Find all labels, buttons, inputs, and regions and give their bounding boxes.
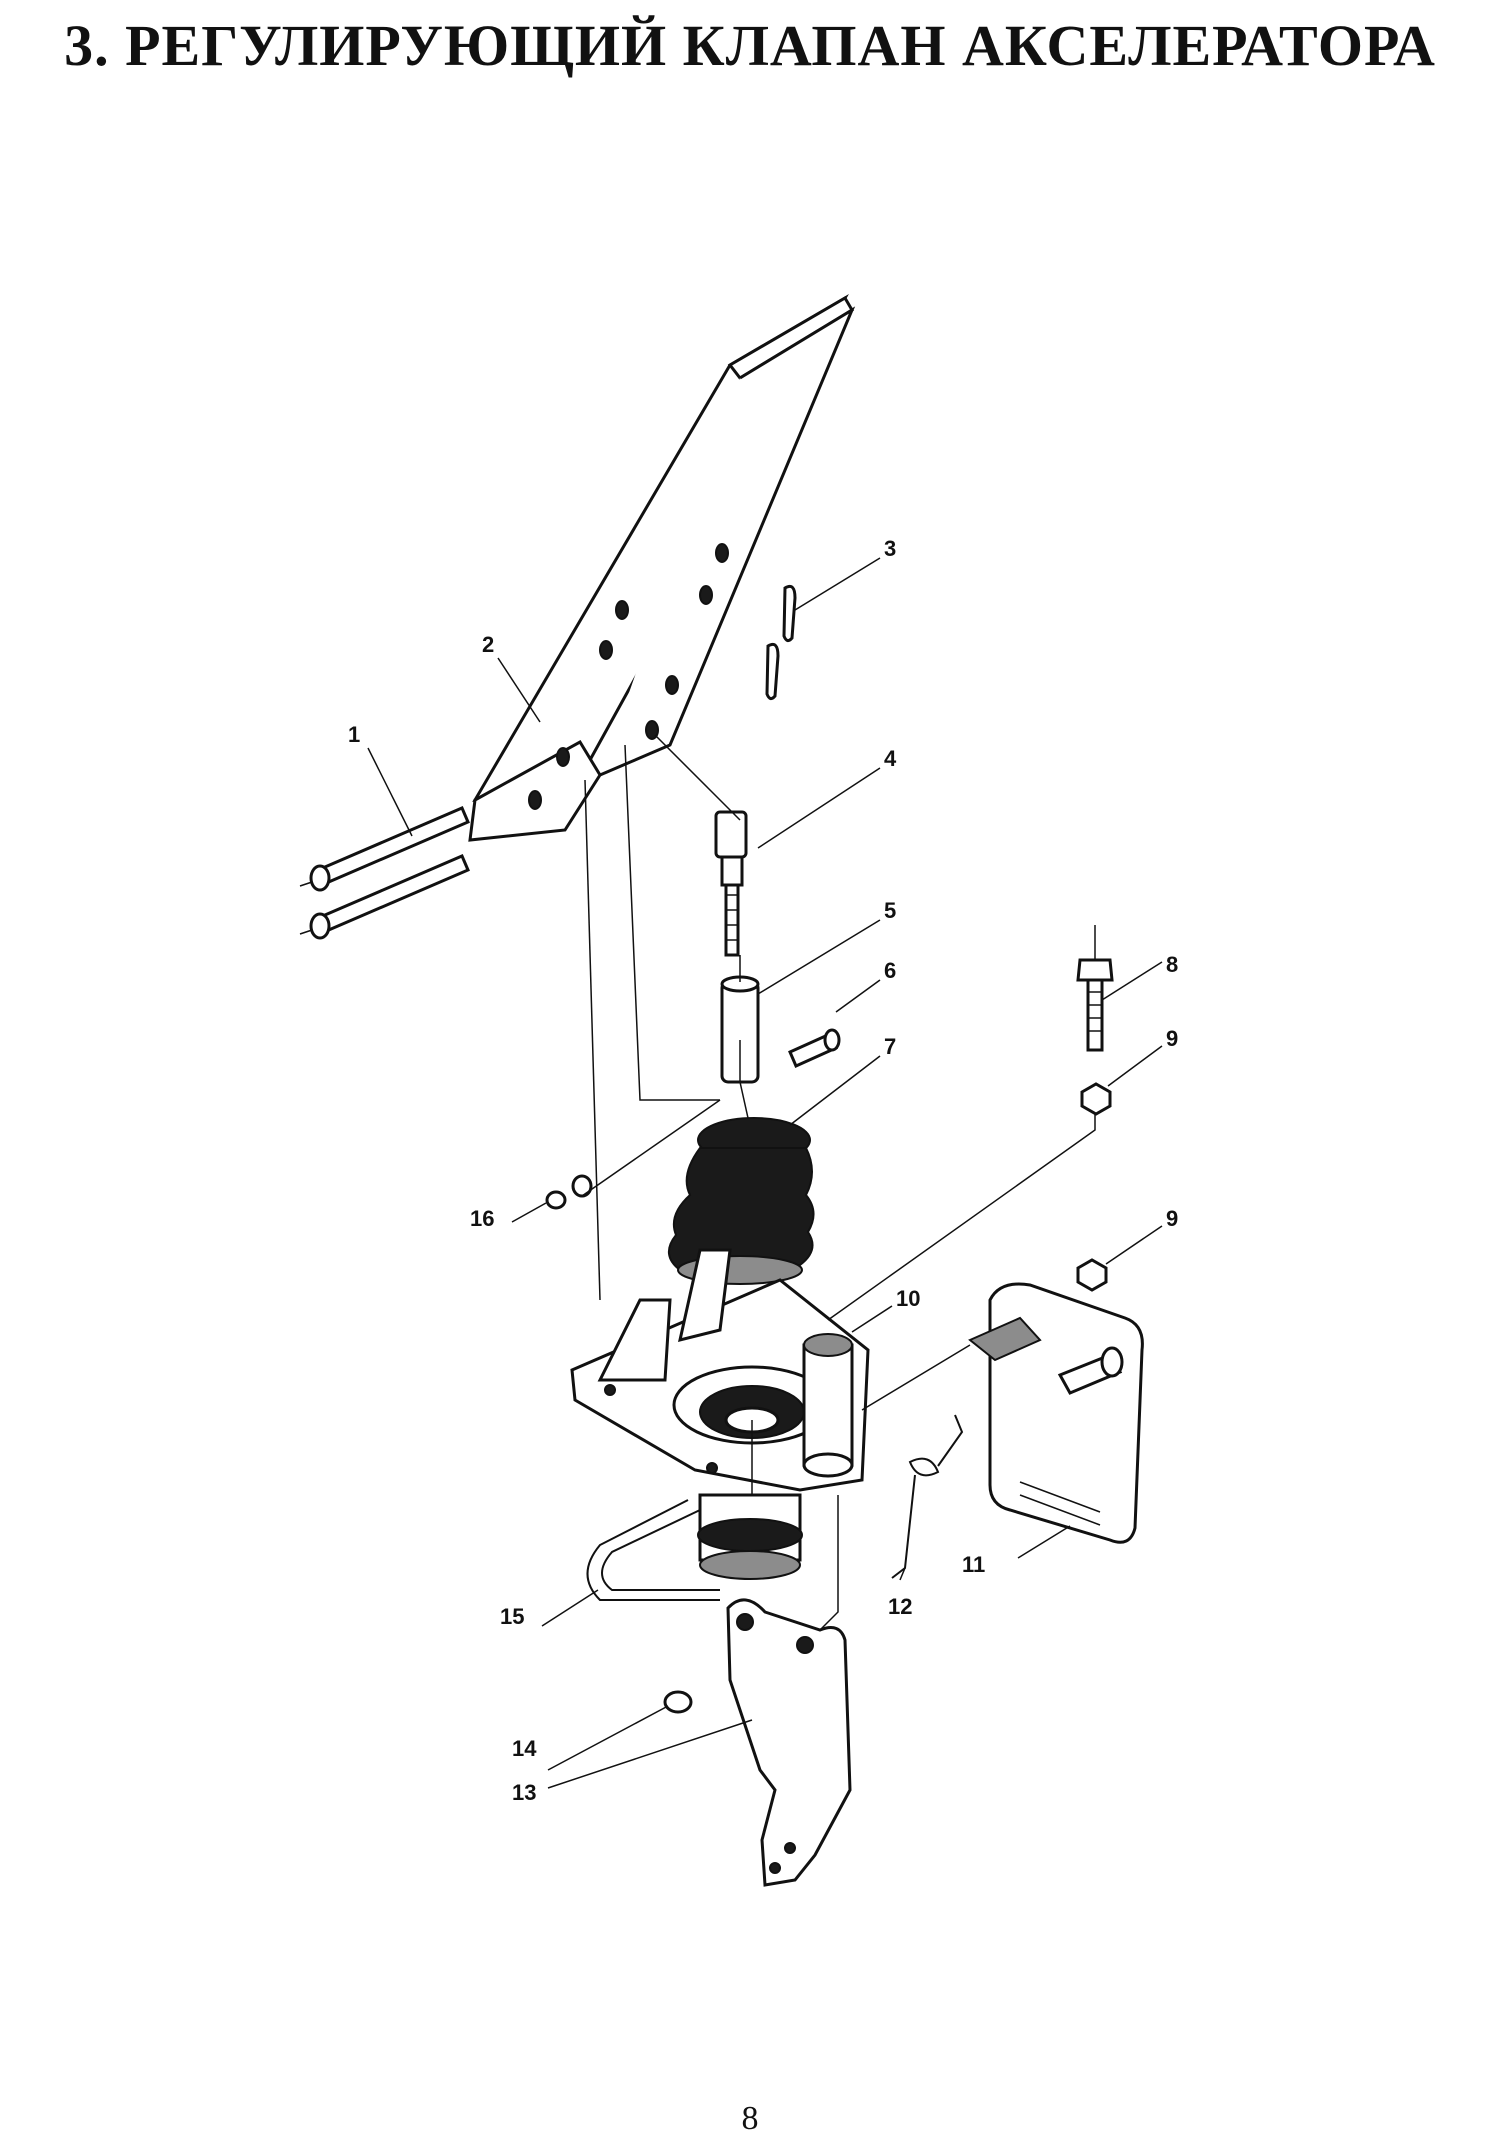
callout-12: 12 (888, 1594, 912, 1619)
callout-13: 13 (512, 1780, 536, 1805)
callout-labels: 1 2 3 4 5 6 7 8 9 9 10 11 12 13 14 15 16 (348, 536, 1178, 1805)
valve-lower-body (697, 1493, 803, 1580)
page-title: 3. РЕГУЛИРУЮЩИЙ КЛАПАН АКСЕЛЕРАТОРА (64, 13, 1436, 78)
callout-7: 7 (884, 1034, 896, 1059)
callout-9a: 9 (1166, 1026, 1178, 1051)
callout-10: 10 (896, 1286, 920, 1311)
assembly-guide-lines (581, 734, 1096, 1631)
callout-9b: 9 (1166, 1206, 1178, 1231)
callout-8: 8 (1166, 952, 1178, 977)
leader-lines (367, 557, 1163, 1789)
rubber-boot (668, 1117, 815, 1285)
callout-1: 1 (348, 722, 360, 747)
callout-4: 4 (884, 746, 897, 771)
nut-upper (1080, 1082, 1112, 1116)
callout-6: 6 (884, 958, 896, 983)
pedal-pins (299, 806, 470, 940)
valve-lever (726, 1598, 852, 1887)
spacer-sleeve (802, 1333, 854, 1478)
bolt (1076, 925, 1114, 1052)
callout-16: 16 (470, 1206, 494, 1231)
callout-3: 3 (884, 536, 896, 561)
return-spring (891, 1414, 964, 1579)
mounting-bracket (968, 1282, 1144, 1544)
callout-2: 2 (482, 632, 494, 657)
cotter-pins (765, 584, 797, 701)
callout-14: 14 (512, 1736, 537, 1761)
accelerator-pedal (468, 293, 856, 842)
nut-lower (1076, 1258, 1108, 1292)
callout-5: 5 (884, 898, 896, 923)
clevis-pin (788, 1028, 841, 1068)
rod-end (714, 810, 748, 957)
callout-15: 15 (500, 1604, 524, 1629)
valve-mounting-plate (570, 1248, 870, 1492)
callout-11: 11 (962, 1552, 985, 1577)
spring-clip (545, 1174, 593, 1210)
washer (663, 1690, 693, 1714)
clevis-sleeve (720, 975, 760, 1084)
page-number: 8 (741, 2100, 759, 2137)
u-bolt (586, 1499, 720, 1601)
